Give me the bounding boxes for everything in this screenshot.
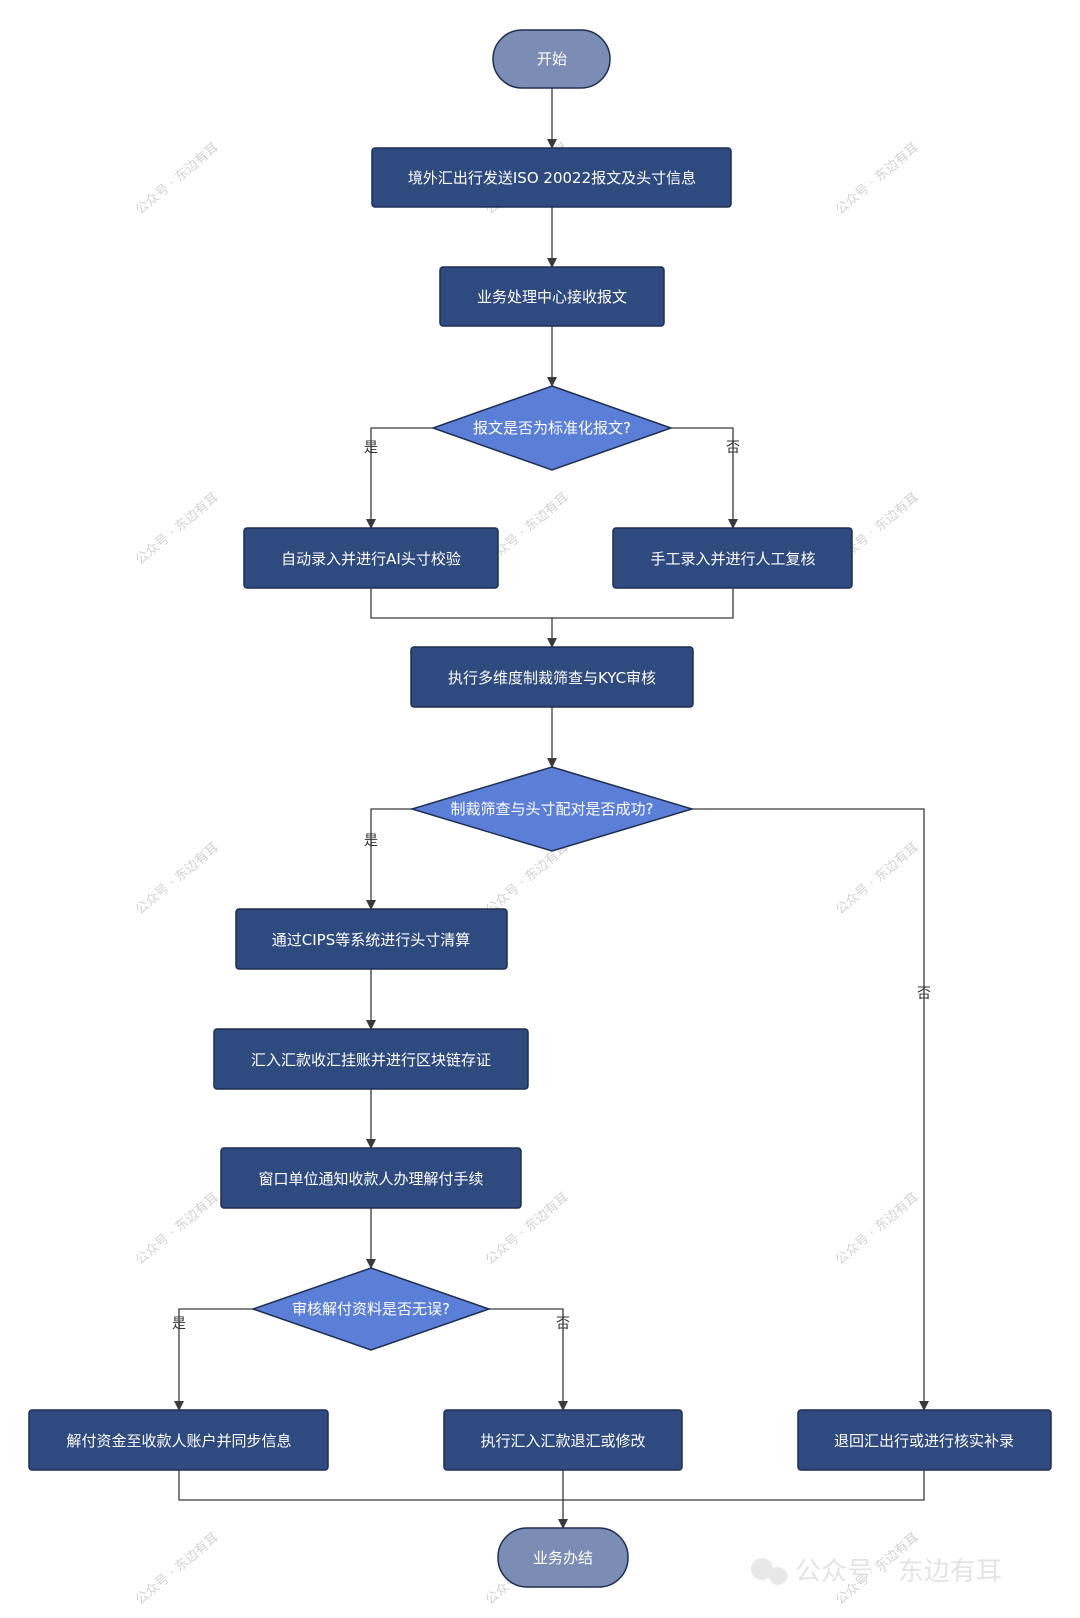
watermark: 公众号 · 东边有耳 bbox=[133, 140, 222, 218]
label-standard-yes: 是 bbox=[364, 440, 378, 456]
node-manual-entry-label: 手工录入并进行人工复核 bbox=[650, 550, 815, 568]
node-decision-standard-label: 报文是否为标准化报文? bbox=[473, 419, 631, 437]
watermark: 公众号 · 东边有耳 bbox=[133, 840, 222, 918]
node-send-label: 境外汇出行发送ISO 20022报文及头寸信息 bbox=[408, 169, 696, 187]
node-notify-label: 窗口单位通知收款人办理解付手续 bbox=[258, 1170, 483, 1188]
edge-labels: 是 否 是 否 是 否 bbox=[172, 440, 931, 1332]
label-screening-no: 否 bbox=[917, 986, 931, 1002]
node-manual-entry: 手工录入并进行人工复核 bbox=[612, 527, 853, 589]
edge-standard-no bbox=[671, 427, 738, 529]
label-screening-yes: 是 bbox=[364, 833, 378, 849]
node-cips-label: 通过CIPS等系统进行头寸清算 bbox=[272, 931, 470, 949]
node-start: 开始 bbox=[492, 29, 611, 89]
edge-docs-no bbox=[489, 1308, 568, 1411]
node-return-label: 退回汇出行或进行核实补录 bbox=[834, 1432, 1014, 1450]
node-decision-screening: 制裁筛查与头寸配对是否成功? bbox=[409, 766, 695, 852]
node-auto-entry-label: 自动录入并进行AI头寸校验 bbox=[281, 550, 461, 568]
edge-docs-yes bbox=[174, 1308, 253, 1411]
node-decision-docs: 审核解付资料是否无误? bbox=[250, 1267, 492, 1351]
node-end: 业务办结 bbox=[497, 1527, 629, 1588]
node-auto-entry: 自动录入并进行AI头寸校验 bbox=[243, 527, 499, 589]
logo-watermark-text: 公众号 · 东边有耳 bbox=[795, 1557, 1002, 1587]
node-payout-label: 解付资金至收款人账户并同步信息 bbox=[66, 1432, 291, 1450]
node-blockchain-label: 汇入汇款收汇挂账并进行区块链存证 bbox=[251, 1051, 491, 1069]
node-refund-label: 执行汇入汇款退汇或修改 bbox=[480, 1432, 645, 1450]
connectors bbox=[174, 88, 929, 1529]
edge-merge-final bbox=[178, 1470, 925, 1501]
edge-merge-entries bbox=[370, 588, 734, 619]
node-refund: 执行汇入汇款退汇或修改 bbox=[443, 1409, 683, 1471]
node-decision-standard: 报文是否为标准化报文? bbox=[430, 385, 674, 471]
node-start-label: 开始 bbox=[537, 50, 567, 68]
edge-standard-yes bbox=[366, 427, 433, 529]
node-end-label: 业务办结 bbox=[533, 1549, 593, 1567]
node-receive-label: 业务处理中心接收报文 bbox=[477, 288, 627, 306]
node-payout: 解付资金至收款人账户并同步信息 bbox=[28, 1409, 329, 1471]
wechat-logo-watermark: 公众号 · 东边有耳 bbox=[751, 1557, 1002, 1587]
watermark: 公众号 · 东边有耳 bbox=[133, 1190, 222, 1268]
node-return: 退回汇出行或进行核实补录 bbox=[797, 1409, 1052, 1471]
node-send: 境外汇出行发送ISO 20022报文及头寸信息 bbox=[371, 147, 732, 208]
watermark: 公众号 · 东边有耳 bbox=[833, 840, 922, 918]
node-decision-docs-label: 审核解付资料是否无误? bbox=[292, 1300, 450, 1318]
edge-screening-no bbox=[692, 808, 929, 1411]
watermark-layer: 公众号 · 东边有耳 公众号 · 东边有耳 公众号 · 东边有耳 公众号 · 东… bbox=[133, 140, 1002, 1608]
node-screening-label: 执行多维度制裁筛查与KYC审核 bbox=[448, 669, 656, 687]
label-docs-yes: 是 bbox=[172, 1316, 186, 1332]
watermark: 公众号 · 东边有耳 bbox=[833, 1190, 922, 1268]
label-standard-no: 否 bbox=[726, 440, 740, 456]
node-blockchain: 汇入汇款收汇挂账并进行区块链存证 bbox=[213, 1028, 529, 1090]
watermark: 公众号 · 东边有耳 bbox=[133, 1530, 222, 1608]
node-cips: 通过CIPS等系统进行头寸清算 bbox=[235, 908, 508, 970]
node-screening: 执行多维度制裁筛查与KYC审核 bbox=[410, 646, 694, 708]
watermark: 公众号 · 东边有耳 bbox=[483, 840, 572, 918]
node-receive: 业务处理中心接收报文 bbox=[439, 266, 665, 327]
label-docs-no: 否 bbox=[556, 1316, 570, 1332]
nodes: 开始 境外汇出行发送ISO 20022报文及头寸信息 业务处理中心接收报文 报文… bbox=[28, 29, 1052, 1588]
watermark: 公众号 · 东边有耳 bbox=[833, 140, 922, 218]
edge-screening-yes bbox=[366, 808, 412, 910]
node-decision-screening-label: 制裁筛查与头寸配对是否成功? bbox=[451, 800, 654, 818]
watermark: 公众号 · 东边有耳 bbox=[133, 490, 222, 568]
node-notify: 窗口单位通知收款人办理解付手续 bbox=[220, 1147, 522, 1209]
